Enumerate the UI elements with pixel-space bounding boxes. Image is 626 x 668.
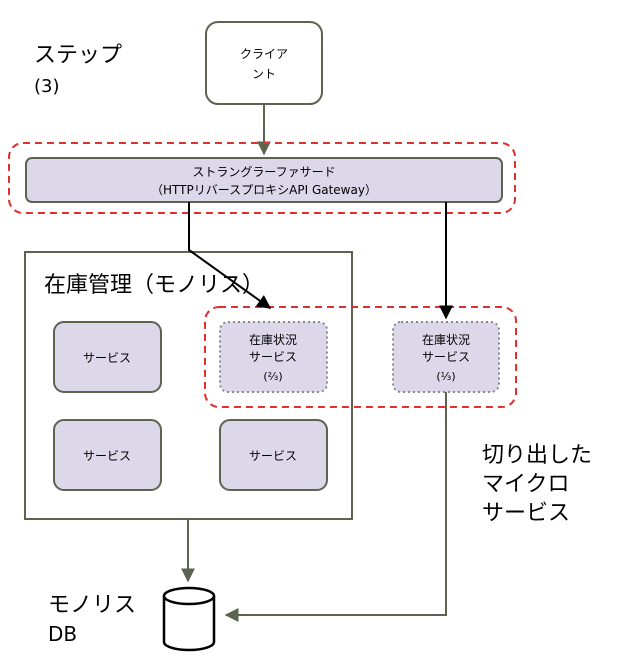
inventory-highlight (204, 306, 517, 408)
monolith-service-box-2 (53, 419, 162, 491)
monolith-inventory-label-line1: 在庫状況 (249, 332, 297, 347)
monolith-inventory-service-box (219, 321, 328, 393)
monolith-service-label-1: サービス (83, 351, 131, 365)
monolith-service-label-3: サービス (249, 449, 297, 463)
micro-caption-line2: マイクロ (482, 472, 570, 497)
monolith-service-box-3 (219, 419, 328, 491)
monolith-service-box-1 (53, 321, 162, 393)
client-box (205, 21, 323, 105)
facade-label-line2: （HTTPリバースプロキシAPI Gateway） (151, 183, 377, 197)
monolith-inventory-label-line3: (⅔) (263, 370, 282, 383)
micro-caption-line3: サービス (482, 501, 570, 526)
micro-inventory-service-box (392, 321, 500, 393)
database-icon (162, 586, 216, 652)
db-label-line1: モノリス (48, 593, 136, 618)
micro-inventory-label-line3: (⅓) (436, 370, 455, 383)
monolith-service-label-2: サービス (83, 449, 131, 463)
step-label-line1: ステップ (34, 43, 122, 68)
micro-caption-line1: 切り出した (482, 443, 592, 468)
db-label-line2: DB (48, 622, 77, 646)
facade-label-line1: ストラングラーファサード (192, 165, 335, 179)
client-label-line1: クライア (240, 47, 288, 61)
monolith-inventory-label-line2: サービス (249, 350, 297, 364)
facade-box (25, 157, 503, 203)
micro-inventory-label-line1: 在庫状況 (422, 332, 470, 347)
facade-to-monolith-inventory-arrow (188, 202, 272, 309)
facade-highlight (8, 142, 516, 214)
step-label-line2: (3) (34, 76, 60, 97)
monolith-title: 在庫管理（モノリス） (44, 273, 264, 298)
client-label-line2: ント (252, 67, 276, 81)
micro-inventory-label-line2: サービス (422, 350, 470, 364)
micro-to-db-arrow (224, 392, 447, 622)
